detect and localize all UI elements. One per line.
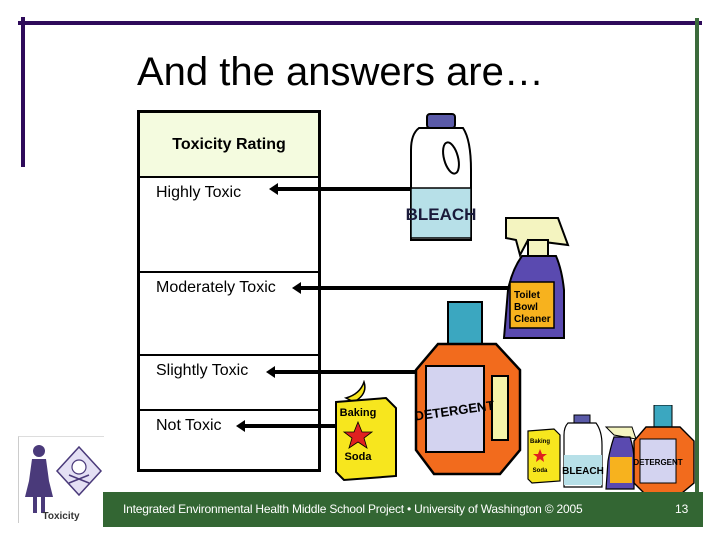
row-label: Not Toxic <box>156 417 222 434</box>
product-group-icon: Baking Soda BLEACH DETERGENT <box>527 405 695 493</box>
row-label: Slightly Toxic <box>156 362 249 379</box>
toxicity-table: Toxicity Rating Highly Toxic Moderately … <box>137 110 321 472</box>
table-row-highly-toxic: Highly Toxic <box>140 178 318 273</box>
svg-text:Cleaner: Cleaner <box>514 314 551 325</box>
table-row-not-toxic: Not Toxic <box>140 411 318 469</box>
frame-right-line <box>695 18 699 523</box>
frame-top-line <box>18 21 702 25</box>
footer-bar: Integrated Environmental Health Middle S… <box>103 492 703 527</box>
svg-text:Soda: Soda <box>533 468 548 474</box>
row-label: Highly Toxic <box>156 184 242 201</box>
detergent-bottle-icon: DETERGENT <box>414 301 522 476</box>
svg-text:BLEACH: BLEACH <box>562 466 604 477</box>
svg-text:Baking: Baking <box>340 407 377 419</box>
arrow-detergent <box>266 366 424 378</box>
svg-text:Toxicity: Toxicity <box>42 511 79 522</box>
arrow-toilet-cleaner <box>292 282 510 294</box>
bleach-bottle-icon: BLEACH <box>406 113 477 241</box>
toxicity-logo: Toxicity <box>18 436 104 523</box>
svg-text:DETERGENT: DETERGENT <box>633 458 682 467</box>
arrow-baking-soda <box>236 420 336 432</box>
frame-left-line <box>21 17 25 167</box>
row-label: Moderately Toxic <box>156 279 276 296</box>
svg-text:BLEACH: BLEACH <box>406 205 477 224</box>
table-row-moderately-toxic: Moderately Toxic <box>140 273 318 356</box>
page-number: 13 <box>675 502 689 516</box>
toilet-cleaner-bottle-icon: Toilet Bowl Cleaner <box>502 217 570 339</box>
table-row-slightly-toxic: Slightly Toxic <box>140 356 318 411</box>
footer-text: Integrated Environmental Health Middle S… <box>123 502 583 516</box>
svg-text:Baking: Baking <box>530 439 550 445</box>
baking-soda-box-icon: Baking Soda <box>335 380 397 482</box>
svg-text:Toilet: Toilet <box>514 290 541 301</box>
slide-title: And the answers are… <box>137 50 544 94</box>
table-header: Toxicity Rating <box>140 113 318 178</box>
svg-text:Bowl: Bowl <box>514 302 538 313</box>
toxicity-person-skull-icon: Toxicity <box>25 445 103 522</box>
svg-text:Soda: Soda <box>345 451 373 463</box>
arrow-bleach <box>269 183 412 195</box>
